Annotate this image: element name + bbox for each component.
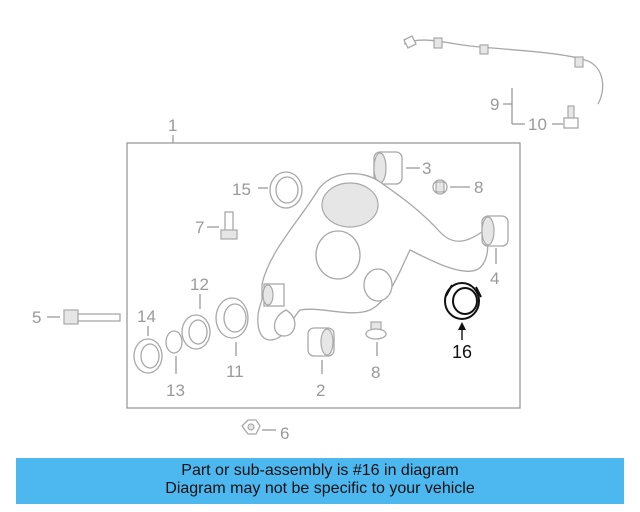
banner-line-1: Part or sub-assembly is #16 in diagram — [181, 462, 459, 479]
seal-16-highlighted — [444, 282, 482, 320]
plug-8-top — [432, 179, 448, 195]
assembly-frame — [126, 142, 521, 409]
callout-16: 16 — [452, 342, 472, 362]
callout-13: 13 — [166, 381, 185, 400]
callout-1: 1 — [168, 116, 177, 135]
callout-11: 11 — [226, 362, 244, 381]
parts-diagram: 1 9 10 3 8 15 7 — [32, 35, 604, 443]
seal-15 — [269, 171, 303, 209]
plug-8-bottom — [365, 321, 387, 340]
seal-12 — [181, 314, 211, 350]
callout-7: 7 — [195, 218, 204, 237]
callout-10: 10 — [528, 115, 547, 134]
nut-6 — [241, 419, 261, 435]
differential-housing — [257, 172, 489, 341]
vent-hose — [403, 35, 604, 105]
vent-fitting — [563, 105, 579, 129]
callout-2: 2 — [316, 381, 325, 400]
bushing-2 — [307, 327, 335, 357]
callout-15: 15 — [232, 180, 251, 199]
callout-8-bottom: 8 — [371, 363, 380, 382]
ring-13 — [165, 330, 183, 354]
callout-4: 4 — [490, 269, 499, 288]
seal-11 — [215, 297, 249, 339]
callout-8-top: 8 — [474, 178, 483, 197]
banner-line-2: Diagram may not be specific to your vehi… — [165, 480, 475, 497]
bolt-5 — [63, 309, 121, 325]
callout-9: 9 — [490, 95, 499, 114]
callout-6: 6 — [280, 424, 289, 443]
bushing-4 — [481, 215, 509, 247]
callout-12: 12 — [190, 275, 209, 294]
callout-14: 14 — [137, 307, 156, 326]
callout-5: 5 — [32, 308, 41, 327]
callout-3: 3 — [422, 159, 431, 178]
bushing-3 — [373, 151, 403, 185]
part-info-banner: Part or sub-assembly is #16 in diagram D… — [16, 458, 624, 504]
stud-7 — [220, 211, 238, 240]
seal-14 — [133, 338, 163, 374]
